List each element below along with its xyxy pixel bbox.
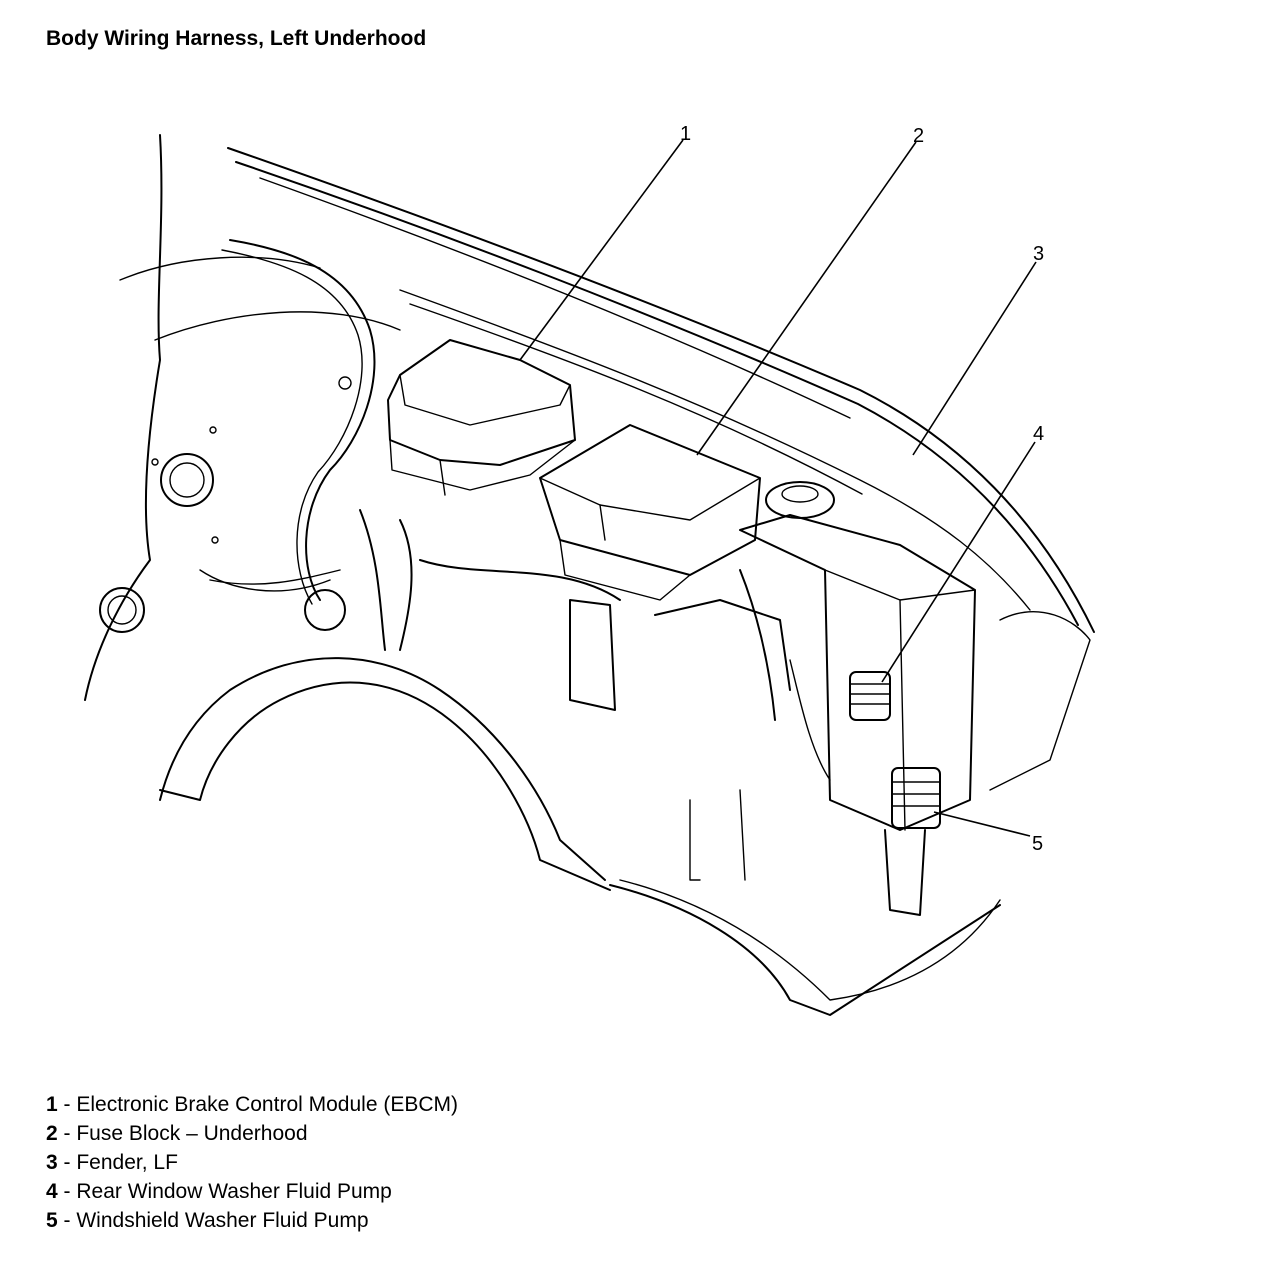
callout-leader-1 <box>519 139 684 361</box>
legend-number: 3 <box>46 1151 58 1174</box>
callout-leader-5 <box>933 811 1031 837</box>
legend-item: 2 - Fuse Block – Underhood <box>46 1122 308 1145</box>
callout-number-3: 3 <box>1033 243 1044 265</box>
component-legend: 1 - Electronic Brake Control Module (EBC… <box>46 1090 458 1235</box>
fuse-block-shape <box>539 424 761 601</box>
legend-item: 3 - Fender, LF <box>46 1151 178 1174</box>
legend-item: 1 - Electronic Brake Control Module (EBC… <box>46 1093 458 1116</box>
legend-item: 5 - Windshield Washer Fluid Pump <box>46 1209 369 1232</box>
diagram-title: Body Wiring Harness, Left Underhood <box>46 27 427 50</box>
lower-brackets <box>569 599 1091 881</box>
wheel-arch <box>159 657 1001 1016</box>
wiring-harness <box>209 239 831 781</box>
washer-reservoir-shape <box>739 481 976 831</box>
callout-leader-2 <box>696 141 917 456</box>
legend-label: Fuse Block – Underhood <box>76 1122 308 1145</box>
callout-number-2: 2 <box>913 125 924 147</box>
ebcm-module-shape <box>387 339 576 496</box>
callout-number-1: 1 <box>680 123 691 145</box>
callout-leader-3 <box>912 261 1037 456</box>
legend-number: 4 <box>46 1180 58 1203</box>
windshield-washer-pump-shape <box>884 767 941 916</box>
legend-label: Rear Window Washer Fluid Pump <box>76 1180 392 1203</box>
legend-label: Electronic Brake Control Module (EBCM) <box>76 1093 458 1116</box>
legend-number: 2 <box>46 1122 58 1145</box>
rear-washer-pump-shape <box>849 671 891 721</box>
callout-number-5: 5 <box>1032 833 1043 855</box>
legend-number: 1 <box>46 1093 58 1116</box>
callout-leaders <box>519 139 1037 837</box>
legend-number: 5 <box>46 1209 58 1232</box>
legend-label: Windshield Washer Fluid Pump <box>76 1209 369 1232</box>
firewall-structure <box>84 134 401 701</box>
legend-item: 4 - Rear Window Washer Fluid Pump <box>46 1180 392 1203</box>
callout-number-4: 4 <box>1033 423 1044 445</box>
legend-label: Fender, LF <box>76 1151 178 1174</box>
fender-outline <box>227 147 1095 633</box>
callout-leader-4 <box>881 441 1036 683</box>
